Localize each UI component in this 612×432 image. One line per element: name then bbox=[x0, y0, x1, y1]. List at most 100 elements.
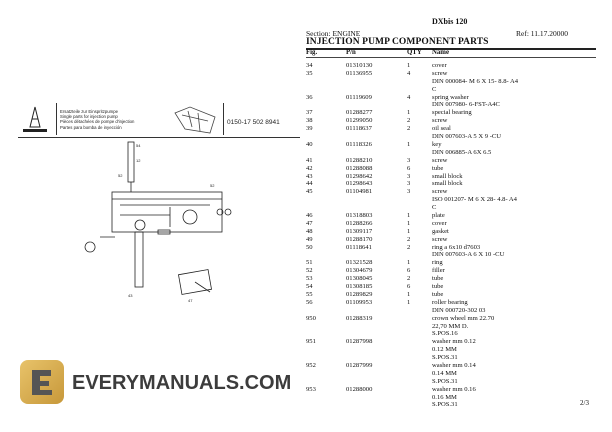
header-separator bbox=[56, 103, 57, 135]
part-name: small block bbox=[432, 173, 463, 181]
part-spec-line: ISO 001207- M 6 X 28- 4.8- A4 bbox=[432, 196, 517, 204]
part-name: special bearing bbox=[432, 109, 472, 117]
part-name: screw bbox=[432, 157, 447, 165]
part-name-line: washer mm 0.12 bbox=[432, 338, 476, 346]
fig-number: 45 bbox=[306, 188, 313, 196]
quantity: 1 bbox=[407, 219, 411, 227]
fig-number: 35 bbox=[306, 69, 313, 77]
fig-number: 36 bbox=[306, 93, 313, 101]
part-spec-line: C bbox=[432, 204, 437, 212]
part-number: 01118641 bbox=[346, 243, 372, 251]
part-name-line: screw bbox=[432, 188, 448, 196]
part-spec-line: 0.12 MM bbox=[432, 346, 457, 354]
reference-number: Ref: 11.17.20000 bbox=[516, 29, 569, 38]
watermark-text: EVERYMANUALS.COM bbox=[72, 372, 292, 394]
fig-number: 44 bbox=[306, 180, 313, 188]
fig-number: 46 bbox=[306, 212, 313, 219]
column-pn: P/n bbox=[346, 49, 356, 56]
part-name-line: small block bbox=[432, 172, 463, 180]
part-name: tube bbox=[432, 283, 443, 291]
part-number: 01309117 bbox=[346, 227, 373, 235]
part-number: 01136955 bbox=[346, 69, 373, 77]
quantity: 1 bbox=[407, 298, 411, 306]
document-code: DXbis 120 bbox=[432, 17, 468, 26]
column-name: Name bbox=[432, 49, 449, 56]
quantity: 1 bbox=[407, 62, 411, 69]
part-number: 01288170 bbox=[346, 235, 373, 243]
part-name-line: tube bbox=[432, 275, 444, 283]
part-name: gasket bbox=[432, 228, 449, 236]
part-spec-line: DIN 000720-302 03 bbox=[432, 306, 486, 314]
fig-number: 42 bbox=[306, 164, 313, 172]
fig-number: 56 bbox=[306, 298, 313, 306]
quantity: 2 bbox=[407, 117, 411, 125]
quantity: 4 bbox=[407, 93, 411, 101]
part-number: 01288210 bbox=[346, 156, 373, 164]
part-number: 01299050 bbox=[346, 117, 373, 125]
description-fr: Pièces détachées de pompe d'injection bbox=[60, 119, 135, 125]
part-name-line: tube bbox=[432, 290, 444, 298]
part-number: 01308045 bbox=[346, 275, 373, 283]
quantity: 1 bbox=[407, 212, 411, 219]
column-qty: QTY bbox=[407, 49, 422, 56]
fig-number: 48 bbox=[306, 227, 313, 235]
quantity: 6 bbox=[407, 164, 411, 172]
fig-number: 40 bbox=[306, 140, 313, 148]
part-spec-line: 22,70 MM D. bbox=[432, 322, 469, 330]
part-name: filler bbox=[432, 267, 445, 275]
part-name: screw bbox=[432, 117, 447, 125]
part-number: 01288277 bbox=[346, 109, 373, 117]
part-number: 01118637 bbox=[346, 125, 372, 133]
description-de: Ersatzteile zur Einspritzpumpe bbox=[60, 109, 119, 114]
quantity: 6 bbox=[407, 267, 411, 275]
page-title: INJECTION PUMP COMPONENT PARTS bbox=[306, 37, 489, 47]
svg-text:12: 12 bbox=[136, 158, 141, 163]
fig-number: 953 bbox=[306, 385, 316, 393]
part-number: 01298642 bbox=[346, 172, 373, 180]
part-number: 01321528 bbox=[346, 259, 373, 267]
part-name: screw bbox=[432, 236, 447, 244]
fig-number: 951 bbox=[306, 338, 316, 346]
quantity: 1 bbox=[407, 140, 411, 148]
pump-thumbnail bbox=[174, 106, 216, 134]
part-name-line: screw bbox=[432, 235, 448, 243]
fig-number: 34 bbox=[306, 62, 313, 69]
quantity: 1 bbox=[407, 290, 411, 298]
part-name-line: screw bbox=[432, 156, 448, 164]
part-spec-line: 0.14 MM bbox=[432, 369, 457, 377]
part-number: 01288319 bbox=[346, 314, 373, 322]
header-separator bbox=[223, 103, 224, 135]
description-en: Single parts for injection pump bbox=[60, 114, 118, 120]
svg-text:47: 47 bbox=[188, 298, 193, 303]
part-spec-line: S.POS.31 bbox=[432, 354, 458, 362]
part-name-line: washer mm 0.14 bbox=[432, 361, 476, 369]
fig-number: 37 bbox=[306, 109, 313, 117]
part-spec-line: 0.16 MM bbox=[432, 393, 457, 401]
part-name: small block bbox=[432, 180, 463, 188]
part-spec-line: C bbox=[432, 85, 437, 93]
part-name: plate bbox=[432, 212, 445, 220]
part-spec-line: DIN 007980- 6-FST-A4C bbox=[432, 101, 500, 109]
part-name-line: filler bbox=[432, 267, 445, 275]
part-name-line: roller bearing bbox=[432, 298, 468, 306]
part-name-line: plate bbox=[432, 212, 445, 219]
part-number: 01119609 bbox=[346, 93, 372, 101]
quantity: 2 bbox=[407, 243, 411, 251]
part-number: 01287998 bbox=[346, 338, 373, 346]
